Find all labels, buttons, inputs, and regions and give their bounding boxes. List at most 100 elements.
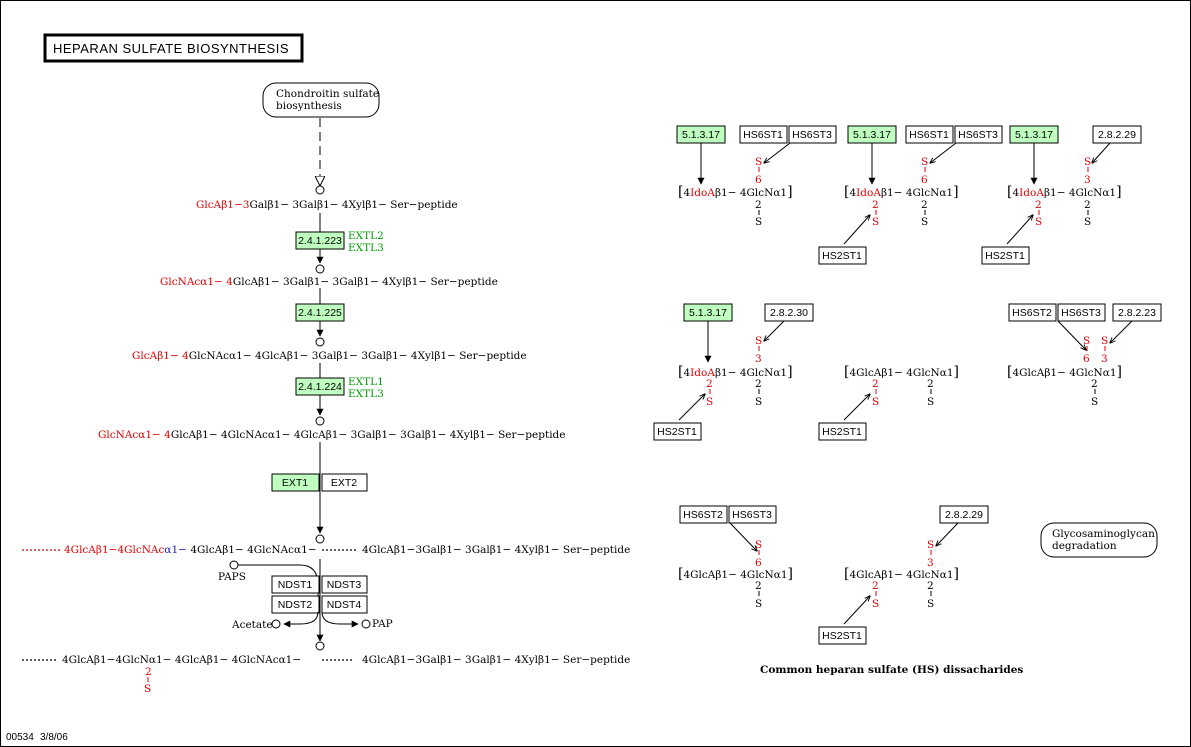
gene-box-hs6st3[interactable]: HS6ST3 [728,505,777,524]
svg-text:2.4.1.225: 2.4.1.225 [298,307,342,319]
enzyme-box-2-4-1-225[interactable]: 2.4.1.225 [295,303,345,322]
map-link-gag-degradation[interactable]: Glycosaminoglycan degradation [1040,522,1158,558]
svg-text:HS6ST2: HS6ST2 [683,509,723,521]
svg-text:2.8.2.29: 2.8.2.29 [1098,129,1136,141]
gene-box-hs2st1[interactable]: HS2ST1 [818,422,867,441]
gene-box-ndst1[interactable]: NDST1 [271,575,320,594]
gene-box-hs6st3[interactable]: HS6ST3 [1057,303,1106,322]
disaccharide-unit[interactable]: [4IdoAβ1− 4GlcNα1] [1007,184,1122,200]
compound-row-3[interactable]: GlcAβ1− 4GlcNAcα1− 4GlcAβ1− 3Galβ1− 3Gal… [132,350,527,362]
gene-box-hs2st1[interactable]: HS2ST1 [653,422,702,441]
map-link-chondroitin[interactable]: Chondroitin sulfate biosynthesis [262,82,380,118]
compound-node[interactable] [315,641,325,651]
sulfate-s: S [755,598,762,610]
compound-node[interactable] [315,337,325,347]
enzyme-box-5-1-3-17[interactable]: 5.1.3.17 [676,125,726,144]
sulfate-s: S [1083,335,1090,347]
svg-text:NDST2: NDST2 [278,599,313,611]
disaccharide-unit[interactable]: [4GlcAβ1− 4GlcNα1] [678,566,793,582]
enzyme-box-2-8-2-29[interactable]: 2.8.2.29 [1092,125,1142,144]
disaccharide-4: 5.1.3.17 2.8.2.30 S 3 [4IdoAβ1− 4GlcNα1]… [653,303,814,441]
svg-text:2.4.1.224: 2.4.1.224 [298,381,342,393]
position-2: 2 [755,580,762,592]
disaccharide-8: 2.8.2.29 S 3 [4GlcAβ1− 4GlcNα1] 2 S 2 S … [818,505,989,645]
arrow [1006,215,1033,245]
gene-box-hs6st1[interactable]: HS6ST1 [905,125,954,144]
gene-box-hs6st3[interactable]: HS6ST3 [954,125,1003,144]
svg-text:HS2ST1: HS2ST1 [822,630,862,642]
arrow [729,522,757,551]
position-2: 2 [872,378,879,390]
svg-text:2.8.2.29: 2.8.2.29 [945,509,983,521]
link-text-line2: degradation [1052,540,1117,552]
position-2: 2 [927,580,934,592]
compound-acetate[interactable] [271,619,281,629]
compound-row-4[interactable]: GlcNAcα1− 4GlcAβ1− 4GlcNAcα1− 4GlcAβ1− 3… [98,429,565,441]
gene-box-ndst2[interactable]: NDST2 [271,595,320,614]
enzyme-box-2-8-2-23[interactable]: 2.8.2.23 [1112,303,1162,322]
arrow [764,142,791,163]
position-3: 3 [1084,174,1091,186]
compound-row-5-tail[interactable]: 4GlcAβ1−3Galβ1− 3Galβ1− 4Xylβ1− Ser−pept… [362,544,630,556]
enzyme-box-5-1-3-17[interactable]: 5.1.3.17 [1009,125,1059,144]
enzyme-box-5-1-3-17[interactable]: 5.1.3.17 [683,303,733,322]
disaccharide-unit[interactable]: [4IdoAβ1− 4GlcNα1] [844,184,959,200]
disaccharides-caption: Common heparan sulfate (HS) dissacharide… [760,664,1023,676]
sulfate-s: S [706,396,713,408]
gene-box-hs2st1[interactable]: HS2ST1 [818,626,867,645]
gene-box-hs6st2[interactable]: HS6ST2 [1008,303,1057,322]
enzyme-box-ext1[interactable]: EXT1 [271,473,320,492]
compound-node[interactable] [315,264,325,274]
gene-box-ndst4[interactable]: NDST4 [321,595,368,614]
gene-box-hs2st1[interactable]: HS2ST1 [818,246,867,265]
compound-label-paps: PAPS [218,571,246,583]
enzyme-box-2-8-2-30[interactable]: 2.8.2.30 [764,303,814,322]
gene-box-ndst3[interactable]: NDST3 [321,575,368,594]
disaccharide-unit[interactable]: [4IdoAβ1− 4GlcNα1] [678,184,793,200]
compound-row-6-tail[interactable]: 4GlcAβ1−3Galβ1− 3Galβ1− 4Xylβ1− Ser−pept… [362,654,630,666]
svg-text:HS2ST1: HS2ST1 [822,426,862,438]
svg-text:5.1.3.17: 5.1.3.17 [1015,129,1053,141]
compound-row-5[interactable]: 4GlcAβ1−4GlcNAcα1− 4GlcAβ1− 4GlcNAcα1− [64,544,317,556]
gene-box-ext2[interactable]: EXT2 [321,473,368,492]
disaccharide-unit[interactable]: [4IdoAβ1− 4GlcNα1] [678,364,793,380]
map-title[interactable]: HEPARAN SULFATE BIOSYNTHESIS [43,33,304,63]
compound-node[interactable] [315,534,325,544]
position-2: 2 [706,378,713,390]
svg-text:EXT1: EXT1 [282,477,308,489]
gene-box-hs6st2[interactable]: HS6ST2 [679,505,728,524]
svg-text:HS2ST1: HS2ST1 [822,250,862,262]
position-2: 2 [755,199,762,211]
gene-label-extl2: EXTL2 [348,230,384,242]
gene-box-hs2st1[interactable]: HS2ST1 [981,246,1030,265]
compound-row-6[interactable]: 4GlcAβ1−4GlcNα1− 4GlcAβ1− 4GlcNAcα1− [62,654,301,666]
disaccharide-unit[interactable]: [4GlcAβ1− 4GlcNα1] [844,566,959,582]
gene-box-hs6st3[interactable]: HS6ST3 [788,125,837,144]
svg-text:2.8.2.23: 2.8.2.23 [1118,307,1156,319]
sulfate-s: S [927,539,934,551]
position-2: 2 [1084,199,1091,211]
compound-row-1[interactable]: GlcAβ1−3Galβ1− 3Galβ1− 4Xylβ1− Ser−pepti… [196,199,458,211]
disaccharide-unit[interactable]: [4GlcAβ1− 4GlcNα1] [844,364,959,380]
svg-text:5.1.3.17: 5.1.3.17 [853,129,891,141]
gene-box-hs6st1[interactable]: HS6ST1 [739,125,788,144]
compound-pap[interactable] [361,619,371,629]
compound-row-2[interactable]: GlcNAcα1− 4GlcAβ1− 3Galβ1− 3Galβ1− 4Xylβ… [160,276,498,288]
position-2: 2 [872,580,879,592]
enzyme-box-2-8-2-29[interactable]: 2.8.2.29 [939,505,989,524]
link-text-line1: Glycosaminoglycan [1052,528,1155,540]
enzyme-box-2-4-1-224[interactable]: 2.4.1.224 [295,377,345,396]
compound-node[interactable] [315,185,325,195]
position-3: 3 [927,557,934,569]
enzyme-box-2-4-1-223[interactable]: 2.4.1.223 [295,231,345,250]
compound-paps[interactable] [229,560,239,570]
disaccharide-unit[interactable]: [4GlcAβ1− 4GlcNα1] [1007,364,1122,380]
svg-text:NDST3: NDST3 [327,579,362,591]
enzyme-box-5-1-3-17[interactable]: 5.1.3.17 [847,125,897,144]
acetate-arrow [283,611,319,628]
disaccharide-2: 5.1.3.17 HS6ST1 HS6ST3 S 6 [4IdoAβ1− 4Gl… [818,125,1003,265]
map-date: 3/8/06 [40,732,68,743]
compound-node[interactable] [315,416,325,426]
sulfate-s: S [755,539,762,551]
position-6: 6 [755,557,762,569]
